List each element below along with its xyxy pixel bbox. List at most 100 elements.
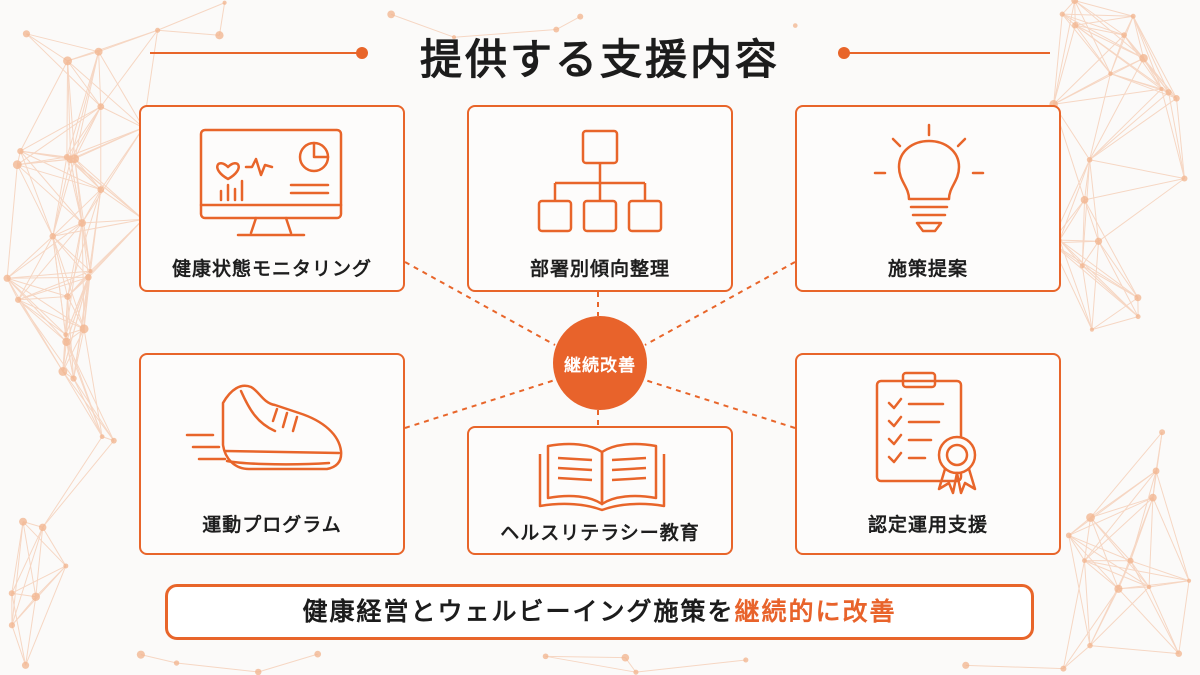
network-link [1091,316,1139,331]
network-link [11,527,44,626]
network-link [1118,586,1150,590]
network-node [542,653,549,660]
network-link [1152,470,1157,498]
network-link [1068,535,1119,590]
network-link [1075,24,1125,36]
network-link [1110,73,1169,93]
network-link [1050,242,1139,299]
network-link [1081,241,1099,266]
network-node [1082,558,1087,564]
network-link [1062,13,1125,36]
title-area: 提供する支援内容 [0,18,1200,88]
network-link [67,60,102,107]
network-link [1062,560,1085,669]
network-link [635,659,746,673]
network-node [553,26,560,33]
network-link [26,33,68,62]
network-link [52,189,102,237]
network-link [1130,497,1154,561]
network-node [1071,0,1079,4]
network-link [52,159,72,237]
network-link [1130,560,1180,654]
network-link [70,127,144,160]
network-node [577,13,584,20]
network-link [1068,470,1157,536]
network-link [19,150,54,237]
network-link [390,13,455,38]
network-link [6,222,83,279]
network-link [17,222,83,301]
network-link [42,440,115,528]
running-shoe-icon [185,384,343,471]
network-link [1130,560,1150,588]
network-node [1175,650,1183,657]
network-link [1063,588,1119,669]
network-link [556,16,581,30]
network-node [1065,532,1072,539]
network-link [1053,88,1162,105]
card-certification-support: 認定運用支援 [795,353,1061,555]
network-link [1148,586,1180,654]
network-link [545,655,626,659]
network-link [1059,199,1085,241]
network-link [1148,580,1190,588]
network-link [1084,560,1190,582]
network-node [1135,314,1141,320]
network-link [83,271,91,329]
network-node [1108,71,1113,76]
network-link [19,60,68,152]
network-link [1084,178,1185,201]
network-link [545,655,637,673]
summary-banner: 健康経営とウェルビーイング施策を継続的に改善 [165,584,1034,640]
network-node [38,523,47,532]
network-link [1068,497,1154,536]
network-link [81,189,102,224]
network-link [1091,241,1100,330]
network-node [451,35,457,40]
card-health-monitoring: 健康状態モニタリング [139,105,405,292]
network-node [1121,32,1127,38]
network-link [66,127,144,158]
network-link [7,277,68,298]
network-link [1059,239,1099,242]
network-link [1053,73,1111,105]
network-link [16,164,54,237]
network-link [453,29,557,38]
network-link [965,664,1064,670]
banner-highlight-text: 継続的に改善 [734,597,897,626]
network-link [1089,159,1100,242]
network-link [1160,88,1185,179]
network-node [633,669,639,675]
network-link [81,223,85,329]
network-link [100,189,144,220]
network-link [1090,517,1131,562]
network-link [35,527,44,597]
network-link [67,296,75,379]
network-node [1087,642,1093,649]
network-link [1084,199,1139,298]
network-link [66,106,102,158]
network-link [67,60,144,129]
network-link [17,236,54,301]
card-health-literacy-education: ヘルスリテラシー教育 [467,426,733,555]
network-node [63,332,69,338]
network-link [1081,265,1093,330]
card-exercise-program: 運動プログラム [139,353,405,555]
network-link [70,158,144,220]
network-link [22,521,67,567]
network-link [1090,517,1150,588]
network-node [64,293,71,300]
network-node [8,590,15,597]
network-link [35,565,67,598]
network-link [7,270,91,279]
network-node [1127,557,1134,564]
network-link [1061,13,1111,74]
network-link [11,625,27,666]
checklist-clipboard-award-icon [875,371,977,495]
org-chart-icon [537,129,663,233]
network-link [176,662,259,673]
network-link [1152,497,1190,581]
network-link [17,164,101,191]
card-label: 健康状態モニタリング [171,258,372,280]
